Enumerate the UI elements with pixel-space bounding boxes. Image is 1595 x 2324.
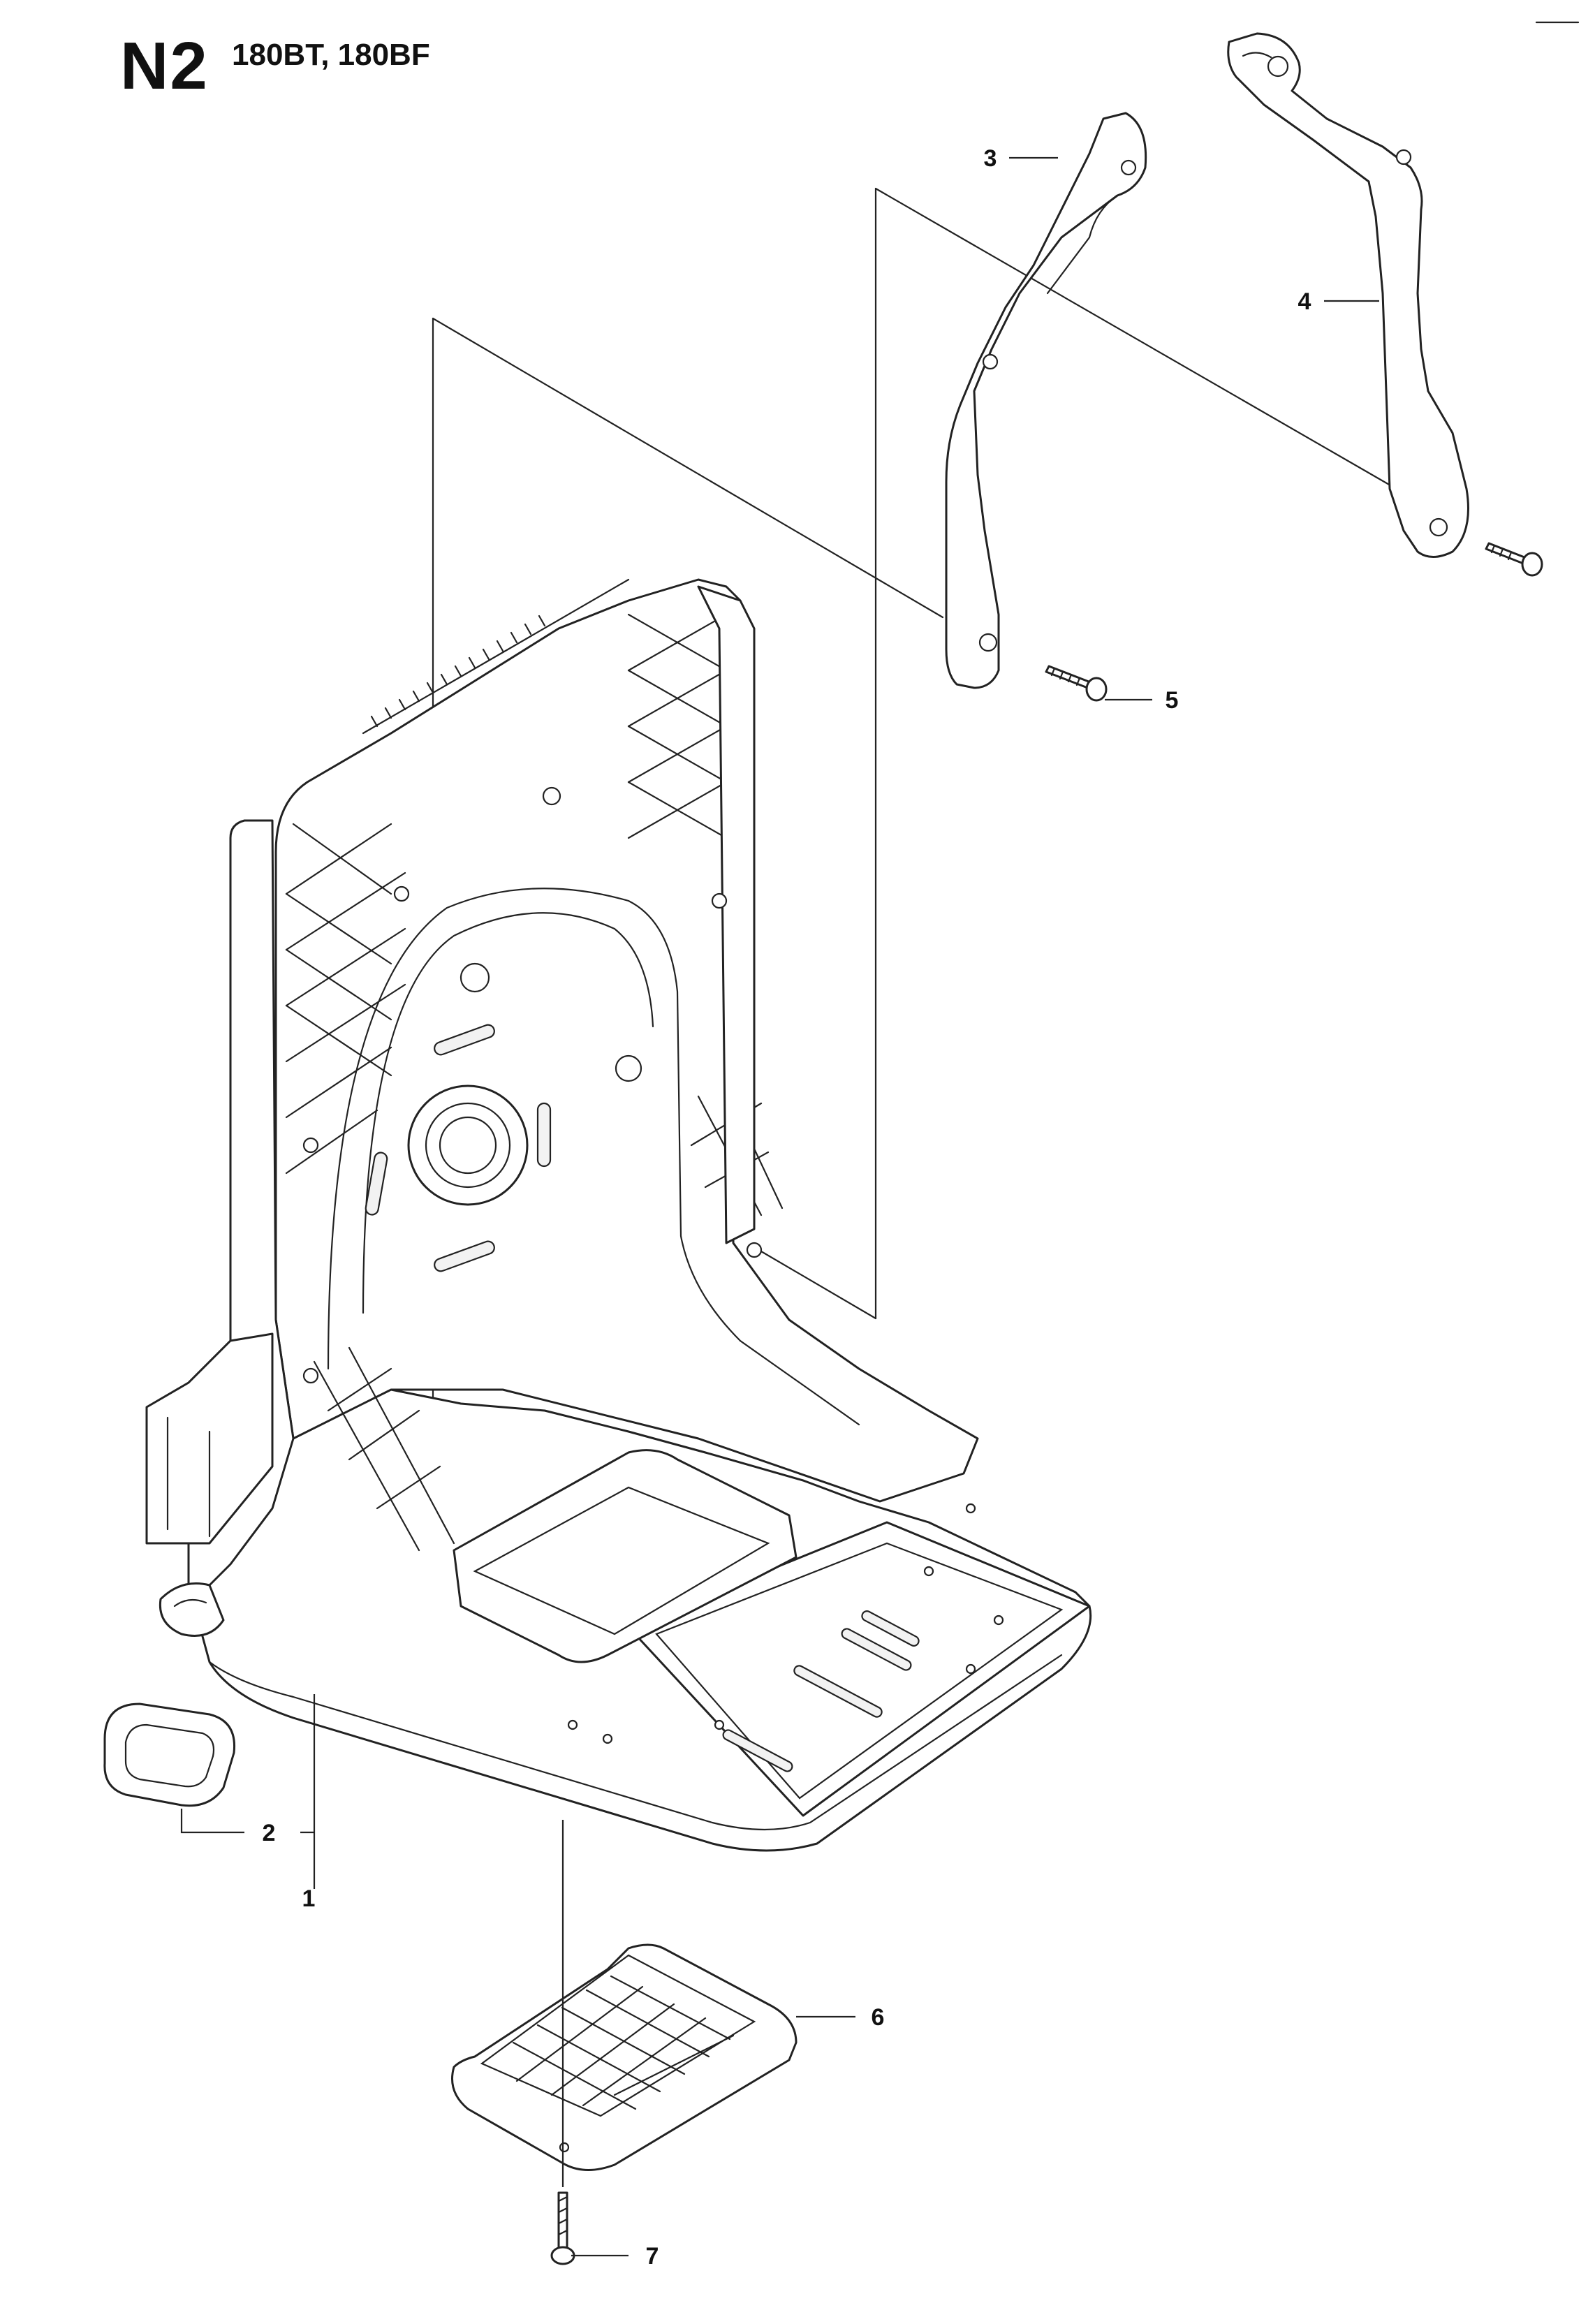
leader-lines [180,156,1379,2257]
section-code: N2 [120,29,209,103]
callout-6: 6 [872,2004,885,2031]
part-5-screw-right [1485,542,1543,577]
callout-labels: 1 2 3 4 5 6 7 [263,145,1311,2270]
part-4-harness-bracket [1227,32,1469,558]
part-7-screw [550,2191,575,2265]
callout-1: 1 [302,1885,316,1912]
model-list: 180BT, 180BF [232,38,430,72]
part-2-strap-ring [103,1702,236,1807]
diagram-header: N2 180BT, 180BF [120,28,430,105]
part-5-screw [1045,665,1108,702]
part-1-backpack-frame [145,578,1092,1852]
callout-3: 3 [984,145,997,172]
callout-5: 5 [1166,687,1179,714]
part-3-harness-bracket [945,112,1147,689]
callout-4: 4 [1298,288,1311,315]
callout-7: 7 [646,2243,659,2270]
part-6-grid-plate [451,1943,798,2171]
callout-2: 2 [263,1820,276,1846]
